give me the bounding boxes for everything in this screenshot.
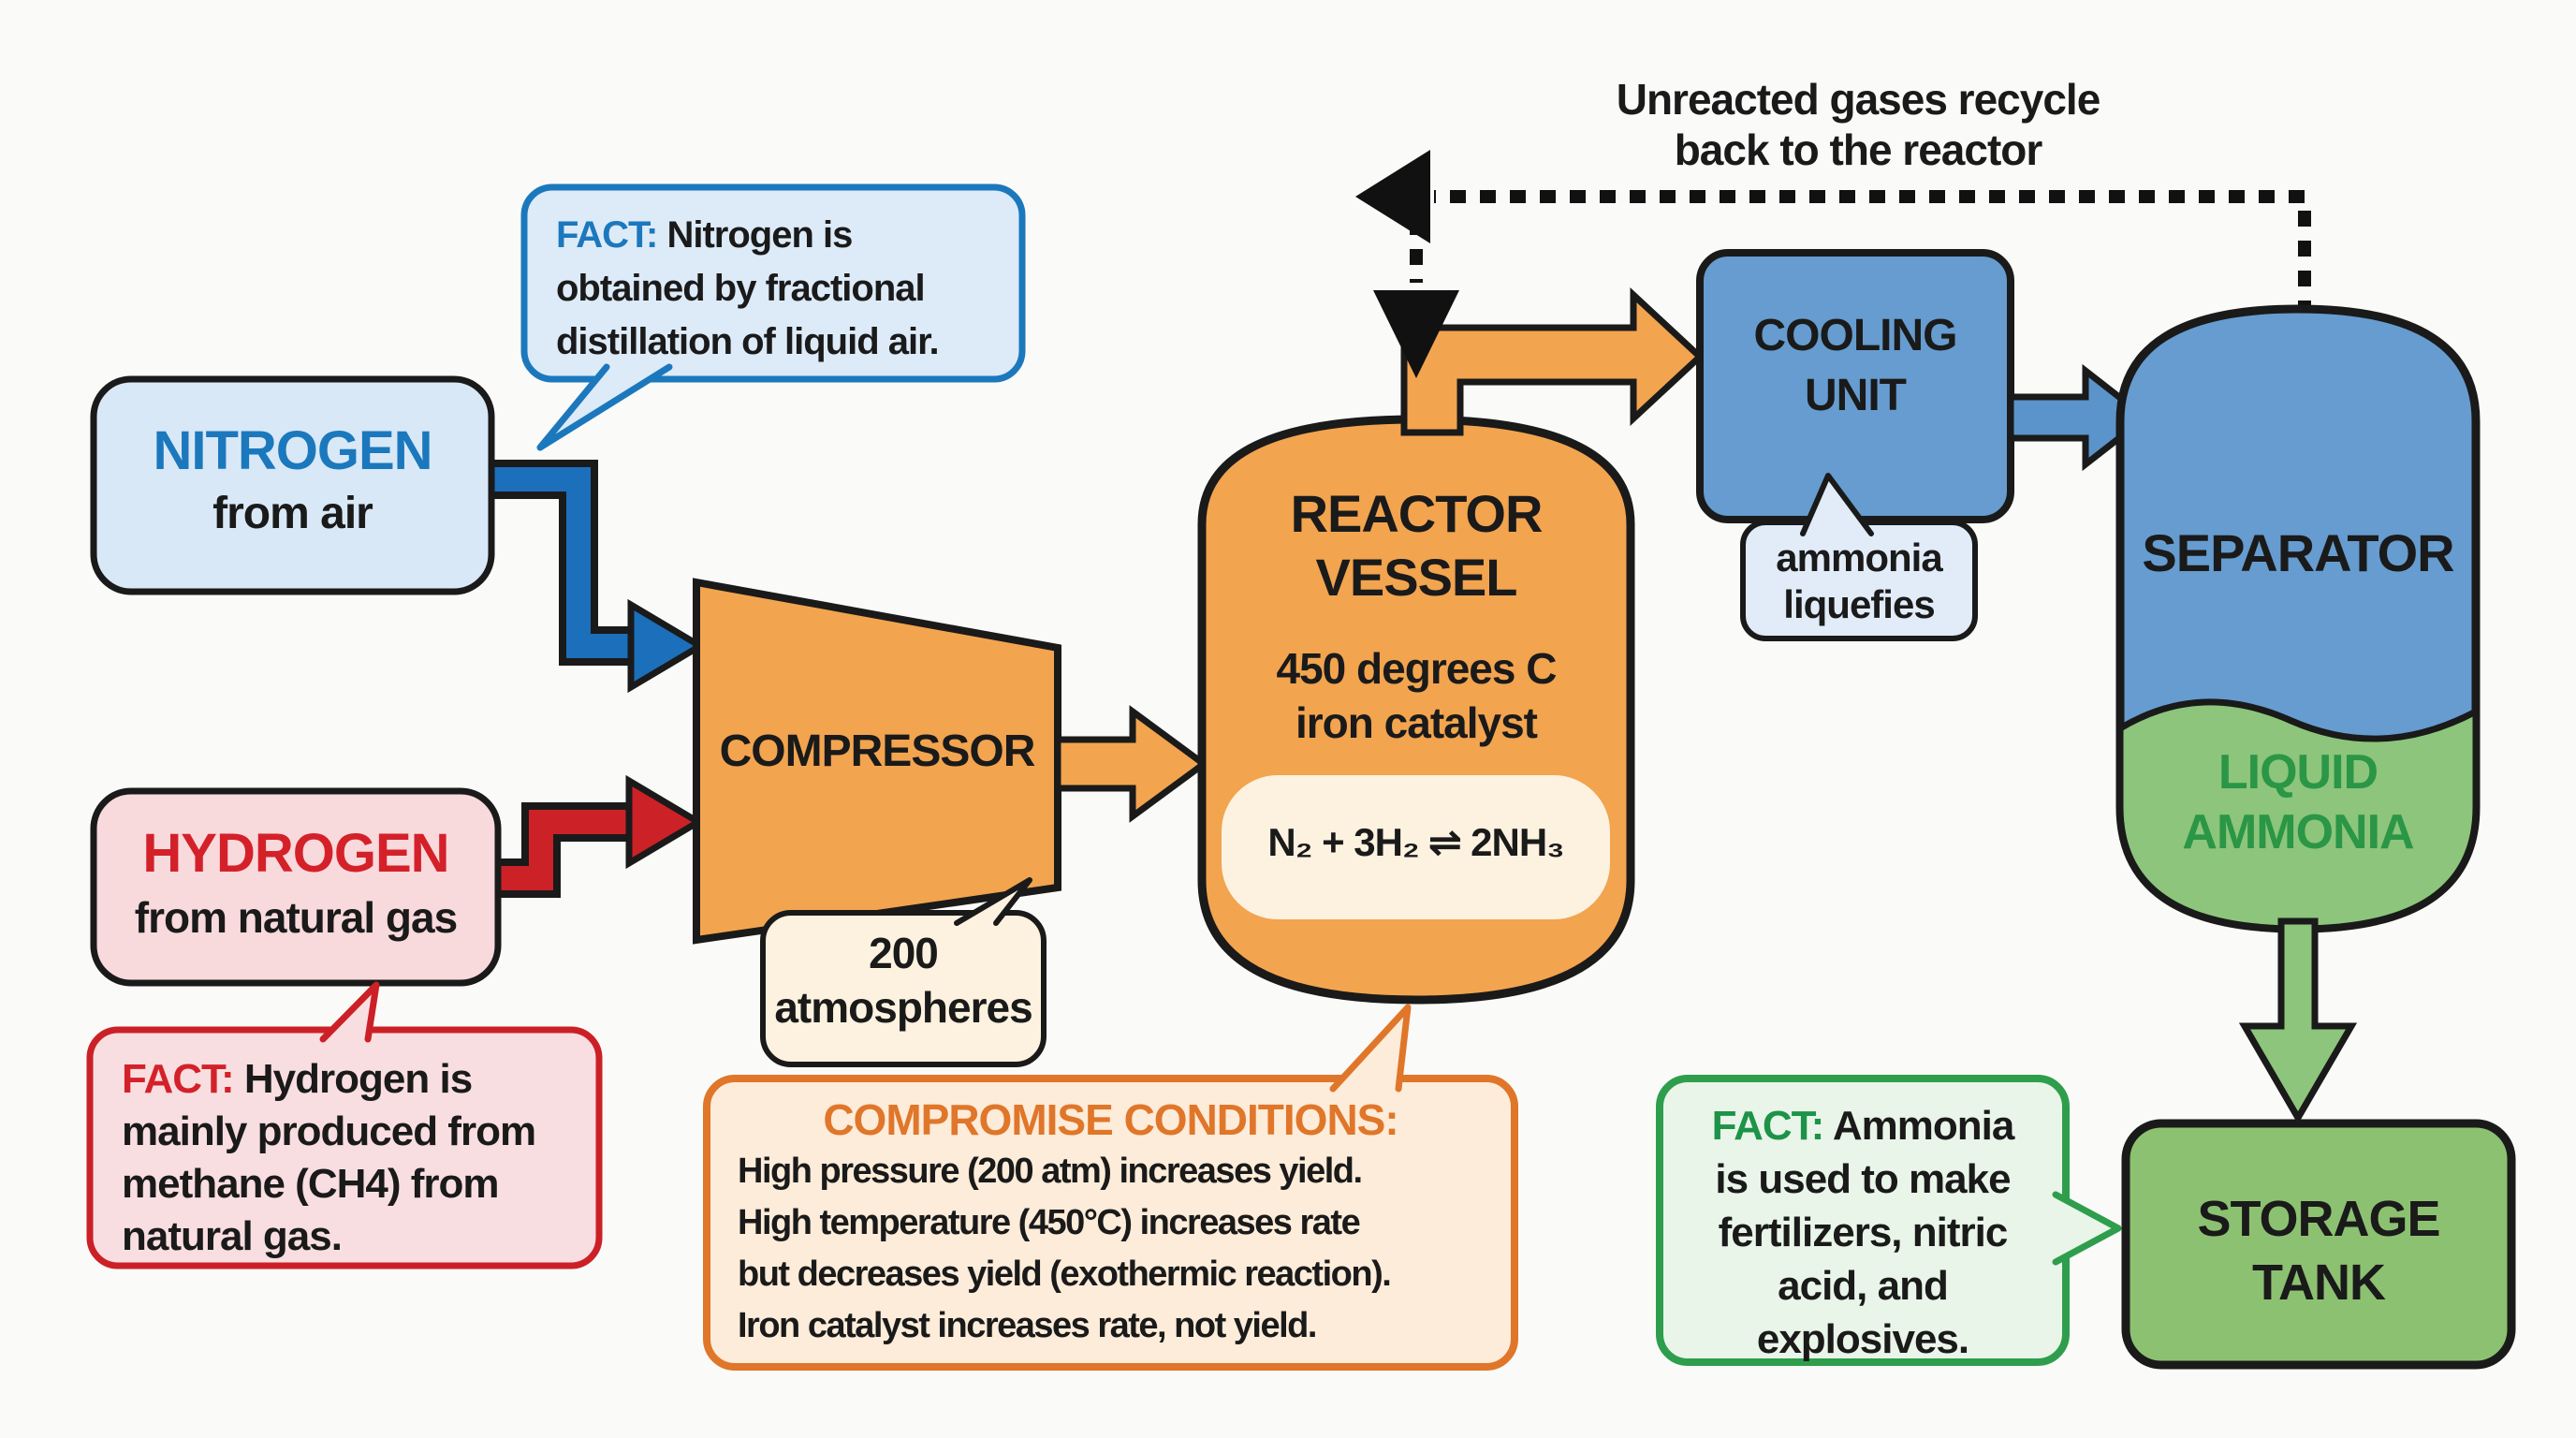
separator-outlet-arrow-icon xyxy=(2238,917,2358,1124)
hydrogen-fact-line1: FACT: Hydrogen is xyxy=(122,1056,473,1102)
compromise-tail-icon xyxy=(1329,1004,1412,1093)
compressor-label: COMPRESSOR xyxy=(719,726,1036,776)
reactor-condition1: 450 degrees C xyxy=(1276,644,1558,693)
compressor-note-line1: 200 xyxy=(869,929,939,977)
cooling-note-line1: ammonia xyxy=(1776,536,1942,580)
nitrogen-fact-callout xyxy=(520,183,1026,383)
ammonia-fact-text1: Ammonia xyxy=(1832,1103,2014,1149)
nitrogen-fact-line2: obtained by fractional xyxy=(556,268,926,309)
nitrogen-pipe-arrow xyxy=(491,460,707,694)
hydrogen-fact-text1: Hydrogen is xyxy=(243,1056,473,1102)
cooling-unit-line1: COOLING xyxy=(1753,311,1958,360)
compromise-line4: Iron catalyst increases rate, not yield. xyxy=(738,1306,1317,1345)
ammonia-fact-line3: fertilizers, nitric xyxy=(1718,1210,2009,1255)
hydrogen-pipe-fill xyxy=(498,810,635,890)
hydrogen-fact-label: FACT: xyxy=(122,1056,235,1102)
nitrogen-fact-line1: FACT: Nitrogen is xyxy=(556,214,853,256)
hydrogen-pipe-arrow xyxy=(498,774,705,898)
cooling-note-tail-icon xyxy=(1800,473,1874,536)
hydrogen-fact-tail-icon xyxy=(319,981,380,1043)
compromise-line1: High pressure (200 atm) increases yield. xyxy=(738,1152,1363,1191)
reactor-title-line2: VESSEL xyxy=(1315,548,1518,607)
storage-tank-box xyxy=(2121,1119,2516,1370)
reactor-outlet-arrow-icon xyxy=(1400,286,1705,436)
compromise-line3: but decreases yield (exothermic reaction… xyxy=(738,1255,1392,1294)
hydrogen-fact-line2: mainly produced from xyxy=(122,1108,536,1154)
reactor-condition2: iron catalyst xyxy=(1295,698,1538,747)
nitrogen-fact-label: FACT: xyxy=(556,214,658,256)
recycle-label-line2: back to the reactor xyxy=(1674,125,2043,174)
reactor-equation: N₂ + 3H₂ ⇌ 2NH₃ xyxy=(1267,820,1564,864)
hydrogen-box xyxy=(90,787,502,987)
compressor-outlet-arrow-icon xyxy=(1054,705,1209,823)
reactor-equation-panel xyxy=(1222,775,1610,919)
hydrogen-title: HYDROGEN xyxy=(142,823,449,884)
nitrogen-subtitle: from air xyxy=(212,489,373,538)
recycle-down-arrowhead-icon xyxy=(1373,290,1459,378)
recycle-dashed-arrow xyxy=(1355,150,2311,378)
compromise-line2: High temperature (450°C) increases rate xyxy=(738,1203,1361,1242)
separator-liquid-line1: LIQUID xyxy=(2217,745,2378,800)
ammonia-fact-label: FACT: xyxy=(1711,1103,1825,1149)
ammonia-fact-line2: is used to make xyxy=(1715,1156,2011,1202)
nitrogen-arrowhead-icon xyxy=(627,598,707,694)
recycle-dashed-line xyxy=(1434,190,2311,316)
separator-liquid-level xyxy=(2116,698,2480,932)
hydrogen-subtitle: from natural gas xyxy=(134,893,458,942)
compromise-title: COMPROMISE CONDITIONS: xyxy=(823,1095,1398,1144)
nitrogen-fact-line3: distillation of liquid air. xyxy=(556,321,940,362)
compressor-note-line2: atmospheres xyxy=(774,983,1032,1032)
compressor-note-tail-icon xyxy=(954,877,1032,926)
separator-liquid-line2: AMMONIA xyxy=(2182,805,2414,859)
nitrogen-fact-text1: Nitrogen is xyxy=(666,214,853,256)
recycle-label-line1: Unreacted gases recycle xyxy=(1616,75,2101,124)
compromise-callout xyxy=(703,1075,1518,1371)
cooling-note-line2: liquefies xyxy=(1783,582,1935,626)
ammonia-fact-line1: FACT: Ammonia xyxy=(1678,1103,2047,1149)
nitrogen-pipe-outline xyxy=(491,460,638,666)
ammonia-fact-tail-icon xyxy=(2052,1191,2122,1266)
reactor-title-line1: REACTOR xyxy=(1290,484,1544,543)
separator-title: SEPARATOR xyxy=(2142,523,2454,582)
hydrogen-arrowhead-icon xyxy=(625,774,705,870)
nitrogen-box xyxy=(90,375,495,595)
cooling-unit-line2: UNIT xyxy=(1805,371,1907,420)
storage-tank-line1: STORAGE xyxy=(2197,1191,2440,1247)
ammonia-fact-line5: explosives. xyxy=(1756,1316,1969,1362)
ammonia-fact-line4: acid, and xyxy=(1778,1263,1949,1309)
cooling-outlet-arrow-icon xyxy=(2007,363,2151,472)
compressor-shape xyxy=(693,578,1061,945)
nitrogen-pipe-fill xyxy=(491,467,637,658)
compressor-note-callout xyxy=(760,910,1046,1067)
hydrogen-fact-line4: natural gas. xyxy=(122,1213,343,1259)
storage-tank-line2: TANK xyxy=(2252,1255,2386,1311)
hydrogen-fact-line3: methane (CH4) from xyxy=(122,1161,499,1207)
nitrogen-fact-tail-icon xyxy=(536,363,673,451)
nitrogen-title: NITROGEN xyxy=(153,420,432,481)
